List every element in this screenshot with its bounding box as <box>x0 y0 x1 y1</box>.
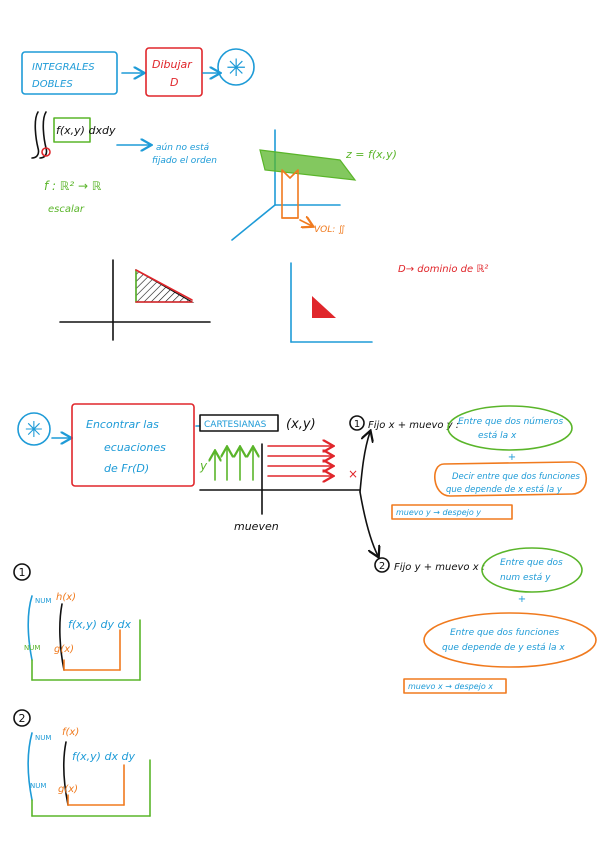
vol-label: VOL: ∬ <box>314 225 345 235</box>
case1-number: 1 <box>354 419 360 430</box>
case2-orange-line2: que depende de y está la x <box>442 643 565 653</box>
integrand: f(x,y) dxdy <box>56 124 116 137</box>
case1-result-box: muevo y → despejo y <box>391 504 513 520</box>
formula1: NUM NUM h(x) g(x) f(x,y) dy dx <box>24 592 141 681</box>
mueven-label: mueven <box>234 520 279 533</box>
cartesianas-label: CARTESIANAS <box>204 420 267 430</box>
3d-volume-sketch <box>231 129 357 241</box>
branch-arrow-1 <box>359 432 370 493</box>
f1-num-top: NUM <box>35 597 51 605</box>
f2-num-bot: NUM <box>30 782 46 790</box>
domain-label: D→ dominio de ℝ² <box>398 264 488 275</box>
plus-2: + <box>518 594 526 605</box>
case2-green-bubble: Entre que dos num está y <box>481 547 583 593</box>
dibujar-d-box: Dibujar D <box>145 47 203 97</box>
order-note-line1: aún no está <box>156 143 210 153</box>
f2-integrand: f(x,y) dx dy <box>72 750 135 763</box>
box2-line2: D <box>170 76 178 89</box>
f2-f: f(x) <box>62 727 79 738</box>
function-definition: f : ℝ² → ℝ <box>44 179 102 193</box>
case1-green-line2: está la x <box>478 431 517 441</box>
star-circle-mid: ✳ <box>17 412 51 446</box>
formula2-number: 2 <box>19 712 26 725</box>
formula1-circle <box>13 563 31 581</box>
integrales-dobles-box: INTEGRALES DOBLES <box>21 51 118 95</box>
box-line3: de Fr(D) <box>104 462 149 475</box>
f1-integrand: f(x,y) dy dx <box>68 618 131 631</box>
f1-num-bot: NUM <box>24 644 40 652</box>
encontrar-box: Encontrar las ecuaciones de Fr(D) <box>71 403 195 487</box>
case1-orange-line1: Decir entre que dos funciones <box>452 472 580 482</box>
star-icon: ✳ <box>226 54 246 82</box>
box-line1: Encontrar las <box>86 418 159 431</box>
case1-orange-line2: que depende de x está la y <box>446 485 563 495</box>
star-icon-mid: ✳ <box>25 418 43 443</box>
f2-g: g(x) <box>58 784 78 795</box>
box2-line1: Dibujar <box>152 58 193 71</box>
f2-num-top: NUM <box>35 734 51 742</box>
double-integral-expression: f(x,y) dxdy <box>31 111 116 159</box>
case2-circle <box>374 557 390 573</box>
case2-number: 2 <box>379 561 385 572</box>
direction-arrows-diagram <box>199 444 361 515</box>
case1-result: muevo y → despejo y <box>396 508 481 517</box>
case2-result-box: muevo x → despejo x <box>403 678 507 694</box>
cartesianas-box: CARTESIANAS <box>199 414 279 432</box>
z-label: z = f(x,y) <box>345 148 397 161</box>
y-label: y <box>199 459 208 473</box>
case2-green-line1: Entre que dos <box>500 558 563 568</box>
region-plot-2 <box>290 262 373 343</box>
f1-h: h(x) <box>56 592 76 603</box>
case1-orange-bubble: Decir entre que dos funciones que depend… <box>434 461 587 497</box>
formula2: NUM NUM f(x) g(x) f(x,y) dx dy <box>27 727 151 817</box>
region-plot-1 <box>59 259 211 341</box>
case2-green-line2: num está y <box>500 573 551 583</box>
case2-text: Fijo y + muevo x : <box>394 562 485 573</box>
f1-g: g(x) <box>54 644 74 655</box>
formula1-number: 1 <box>19 566 26 579</box>
case1-circle <box>349 415 365 431</box>
plus-1: + <box>508 452 516 463</box>
x-mark: × <box>348 467 358 481</box>
box1-line2: DOBLES <box>32 79 73 90</box>
case2-orange-bubble: Entre que dos funciones que depende de y… <box>423 612 597 668</box>
box1-line1: INTEGRALES <box>32 62 95 73</box>
escalar-label: escalar <box>48 204 85 215</box>
star-circle-top: ✳ <box>217 48 255 86</box>
case1-text: Fijo x + muevo y : <box>368 420 459 431</box>
case2-orange-line1: Entre que dos funciones <box>450 628 559 638</box>
xy-label: (x,y) <box>286 417 316 432</box>
box-line2: ecuaciones <box>104 441 166 454</box>
order-note-line2: fijado el orden <box>152 156 217 166</box>
case1-green-bubble: Entre que dos números está la x <box>447 405 573 451</box>
case2-result: muevo x → despejo x <box>408 682 493 691</box>
case1-green-line1: Entre que dos números <box>458 417 564 427</box>
branch-arrow-2 <box>359 491 378 556</box>
formula2-circle <box>13 709 31 727</box>
